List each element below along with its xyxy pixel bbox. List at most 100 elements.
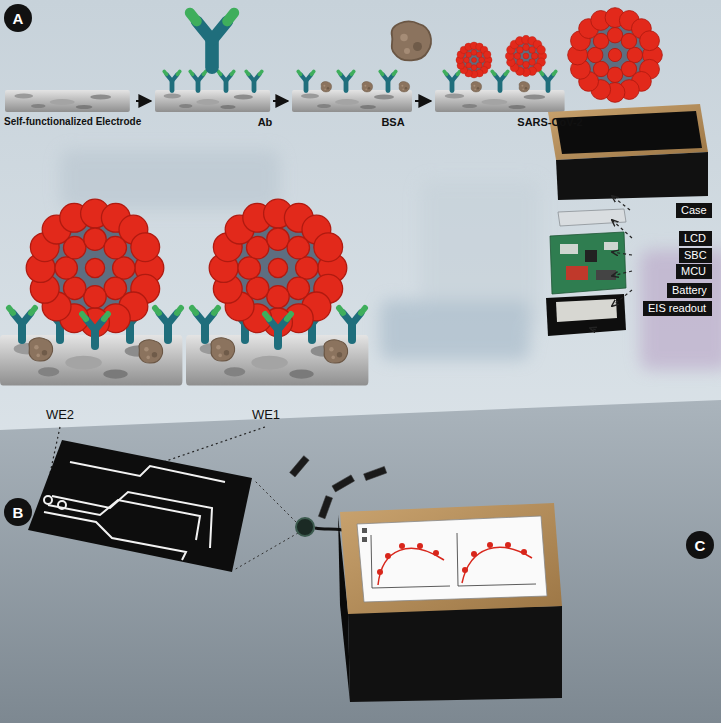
- zoom-lines: [254, 480, 296, 522]
- part-name: Battery: [672, 284, 707, 296]
- sensor-chip: [58, 501, 66, 509]
- readout-device: [457, 533, 458, 586]
- readout-device: [399, 543, 405, 549]
- step-bsa: [321, 82, 331, 92]
- panel-badge: B: [4, 498, 32, 526]
- part-name: Case: [681, 204, 707, 216]
- exploded-device: [548, 104, 708, 160]
- panel-letter: A: [13, 11, 24, 26]
- working-electrodes: [265, 314, 291, 346]
- readout-device: [505, 542, 511, 548]
- part-leaders: [612, 252, 632, 255]
- part-leaders: [590, 328, 596, 330]
- step-arrows: [136, 100, 431, 102]
- working-electrodes: [82, 314, 108, 346]
- step-antibodies: [444, 71, 460, 90]
- badge-circle: [4, 4, 32, 32]
- exploded-device: [546, 294, 626, 336]
- readout-device: [371, 535, 372, 588]
- working-electrodes: [9, 308, 35, 340]
- step-antibodies: [218, 71, 234, 90]
- readout-device: [377, 569, 383, 575]
- part-leaders: [612, 271, 632, 276]
- readout-device: [471, 551, 477, 557]
- part-name: EIS readout: [648, 302, 706, 314]
- readout-device: [372, 586, 450, 588]
- readout-device: [357, 516, 547, 602]
- background: [0, 400, 721, 723]
- step-antibodies: [540, 71, 556, 90]
- step-antibodies: [338, 71, 354, 90]
- reagent-icons: [190, 8, 662, 103]
- panel-badge: A: [4, 4, 32, 32]
- readout-device: [433, 550, 439, 556]
- readout-device: [458, 584, 536, 586]
- part-leaders: [612, 220, 632, 238]
- readout-device: [378, 548, 444, 585]
- exploded-device: [604, 242, 618, 250]
- sensor-chip: [290, 456, 387, 519]
- step-antibodies: [246, 71, 262, 90]
- reagent-icons: [190, 13, 234, 67]
- background: [640, 250, 721, 370]
- exploded-device: [550, 232, 626, 294]
- exploded-device: [585, 250, 597, 262]
- step-bsa: [362, 82, 372, 92]
- part-name: SBC: [684, 249, 707, 261]
- readout-device: [338, 503, 562, 702]
- step-bsa: [471, 82, 481, 92]
- readout-device: [378, 547, 532, 585]
- electrode-label: WE1: [252, 408, 280, 423]
- connector-cable: [315, 528, 342, 530]
- sensor-chip: [290, 456, 310, 477]
- working-electrodes: [26, 199, 164, 337]
- part-leaders: [612, 196, 630, 210]
- part-label: SBC: [679, 248, 712, 263]
- readout-device: [462, 547, 532, 583]
- working-electrodes: [139, 340, 163, 363]
- sensor-chip: [44, 462, 225, 560]
- zoom-lines: [234, 480, 298, 570]
- readout-device: [462, 567, 468, 573]
- step-caption: SARS-CoV-2: [517, 116, 582, 129]
- step-viruses: [456, 35, 547, 78]
- part-label: Case: [676, 203, 712, 218]
- step-arrows: [415, 100, 431, 102]
- readout-device: [340, 503, 562, 614]
- part-label: MCU: [676, 264, 712, 279]
- working-electrodes: [209, 199, 347, 337]
- exploded-device: [560, 242, 618, 280]
- part-label: LCD: [679, 231, 712, 246]
- step-caption: Ab: [258, 116, 273, 129]
- sensor-chip: [48, 500, 200, 540]
- part-name: MCU: [681, 265, 706, 277]
- readout-device: [371, 533, 536, 588]
- readout-device: [362, 528, 367, 542]
- background: [380, 300, 530, 360]
- readout-device: [362, 537, 367, 542]
- working-electrodes: [192, 308, 218, 340]
- sensor-chip: [44, 496, 52, 504]
- sensor-chip: [364, 466, 387, 480]
- step-viruses: [505, 35, 546, 76]
- working-electrodes: [0, 199, 368, 385]
- step-antibodies: [164, 71, 556, 90]
- sensor-chip: [44, 512, 186, 560]
- step-antibodies: [164, 71, 180, 90]
- step-antibodies: [380, 71, 396, 90]
- step-arrows: [273, 100, 288, 102]
- connector-cable: [296, 518, 342, 536]
- connector-cable: [296, 518, 314, 536]
- exploded-device: [596, 270, 616, 280]
- step-antibodies: [190, 71, 206, 90]
- zoom-lines: [234, 533, 298, 570]
- step-bsa: [519, 82, 529, 92]
- working-electrodes: [324, 340, 348, 363]
- step-electrodes: [435, 90, 565, 112]
- exploded-device: [560, 244, 578, 254]
- readout-device: [385, 553, 391, 559]
